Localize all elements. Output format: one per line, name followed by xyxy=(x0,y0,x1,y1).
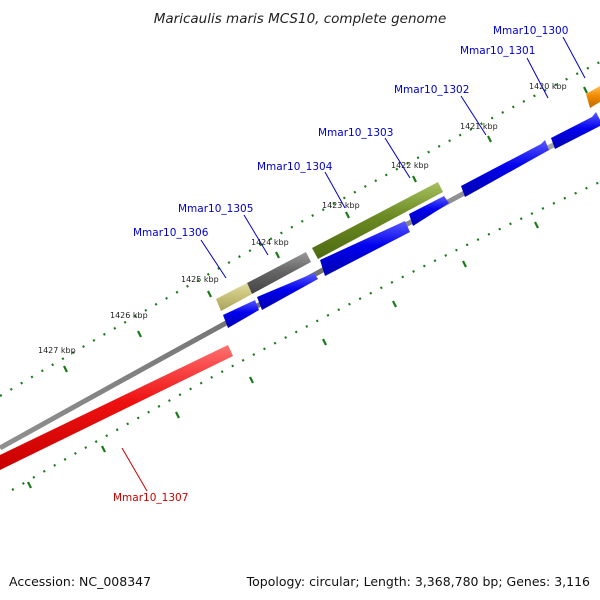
cds-arrow-5[interactable] xyxy=(257,273,318,310)
accession-text: Accession: NC_008347 xyxy=(9,574,151,589)
scale-label-1427: 1427 kbp xyxy=(38,346,76,355)
inner-major-ticks xyxy=(27,221,539,489)
gene-label-mmar10-1306[interactable]: Mmar10_1306 xyxy=(133,227,209,239)
cds-arrow-3[interactable] xyxy=(409,196,449,226)
scale-label-1422: 1422 kbp xyxy=(391,161,429,170)
gene-mmar10-1305-block[interactable] xyxy=(247,252,311,294)
map-title: Maricaulis maris MCS10, complete genome xyxy=(154,11,447,27)
scale-label-1426: 1426 kbp xyxy=(110,311,148,320)
inner-tick-track xyxy=(11,180,600,491)
outer-major-ticks xyxy=(63,86,588,373)
scale-label-1421: 1421 kbp xyxy=(460,122,498,131)
gene-label-mmar10-1305[interactable]: Mmar10_1305 xyxy=(178,203,253,215)
gene-mmar10-1300-arrow[interactable] xyxy=(586,86,600,108)
cds-arrow-1[interactable] xyxy=(551,112,600,149)
cds-arrow-4[interactable] xyxy=(320,221,410,276)
gene-label-mmar10-1307[interactable]: Mmar10_1307 xyxy=(113,492,188,504)
gene-mmar10-1304-block[interactable] xyxy=(312,182,443,259)
scale-label-1420: 1420 kbp xyxy=(529,82,567,91)
gene-label-mmar10-1303[interactable]: Mmar10_1303 xyxy=(318,127,393,139)
gene-mmar10-1306-block[interactable] xyxy=(216,283,252,311)
gene-label-mmar10-1300[interactable]: Mmar10_1300 xyxy=(493,25,568,37)
gene-mmar10-1307-block[interactable] xyxy=(0,345,233,470)
outer-tick-track xyxy=(0,61,600,397)
gene-label-mmar10-1304[interactable]: Mmar10_1304 xyxy=(257,161,333,173)
gene-label-leaders xyxy=(121,36,586,492)
gene-label-mmar10-1301[interactable]: Mmar10_1301 xyxy=(460,45,535,57)
cds-arrow-2[interactable] xyxy=(461,140,549,197)
gene-label-mmar10-1302[interactable]: Mmar10_1302 xyxy=(394,84,469,96)
cds-arrow-6[interactable] xyxy=(223,300,259,328)
scale-label-1424: 1424 kbp xyxy=(251,238,289,247)
scale-label-1425: 1425 kbp xyxy=(181,275,219,284)
genome-summary-text: Topology: circular; Length: 3,368,780 bp… xyxy=(246,574,590,589)
scale-label-1423: 1423 kbp xyxy=(322,201,360,210)
